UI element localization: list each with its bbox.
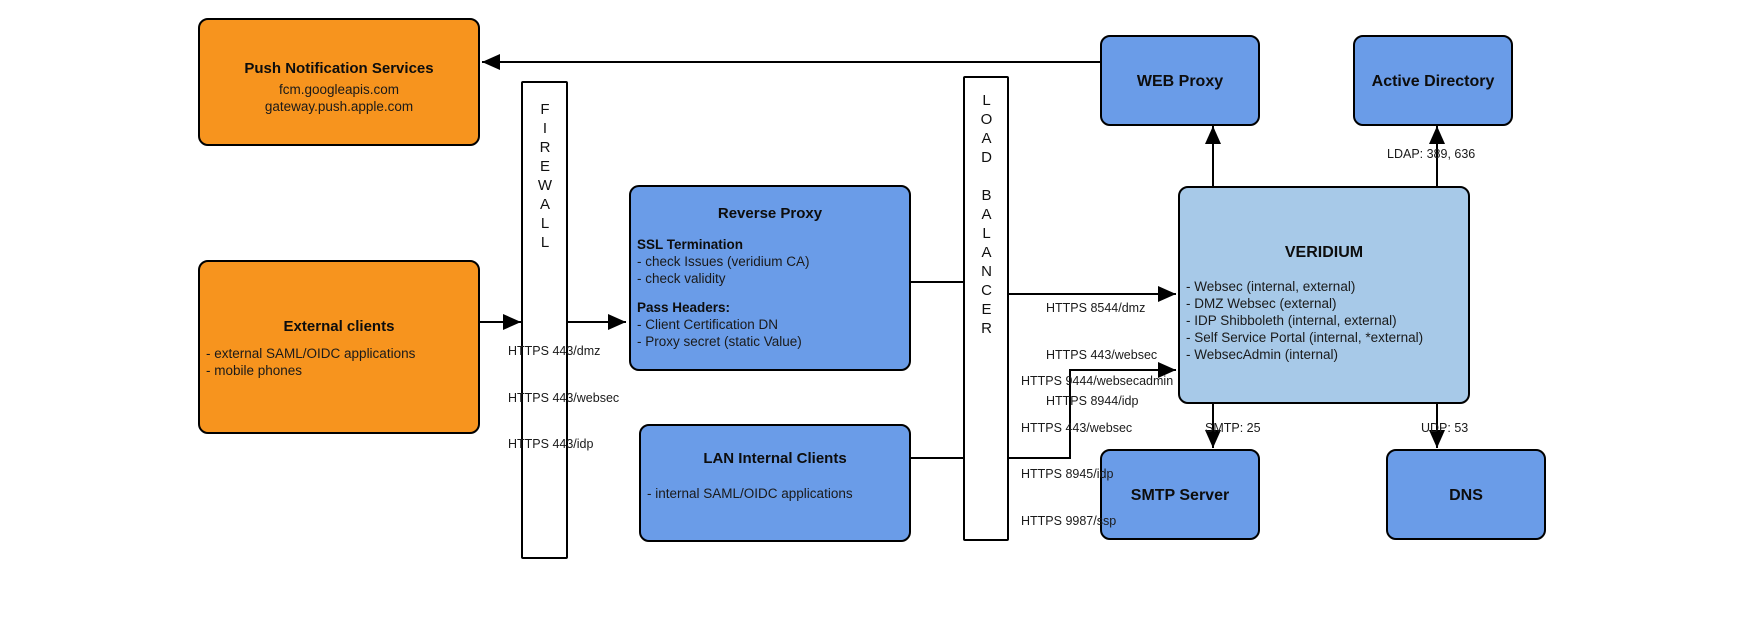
node-reverse-proxy[interactable]: Reverse Proxy SSL Termination - check Is… (629, 185, 911, 371)
node-veridium[interactable]: VERIDIUM - Websec (internal, external) -… (1178, 186, 1470, 404)
label-lb-to-veridium-2: HTTPS 443/websec (1046, 347, 1158, 362)
label-dns: UDP: 53 (1421, 421, 1469, 435)
node-lan-internal-clients[interactable]: LAN Internal Clients - internal SAML/OID… (639, 424, 911, 542)
firewall-label: FIREWALL (523, 101, 566, 259)
smtp-server-title: SMTP Server (1130, 487, 1230, 504)
dns-title: DNS (1449, 487, 1483, 504)
active-directory-title: Active Directory (1371, 73, 1495, 90)
external-clients-title: External clients (283, 318, 395, 335)
label-lan-to-veridium-2: HTTPS 443/websec (1021, 420, 1133, 435)
reverse-proxy-section2-line-1: - Client Certification DN (637, 317, 779, 332)
external-clients-line-1: - external SAML/OIDC applications (206, 346, 416, 361)
label-lb-to-veridium-3: HTTPS 8944/idp (1046, 394, 1139, 408)
push-line-2: gateway.push.apple.com (264, 99, 414, 114)
node-web-proxy[interactable]: WEB Proxy (1100, 35, 1260, 126)
veridium-line-2: - DMZ Websec (external) (1186, 296, 1337, 311)
label-ldap: LDAP: 389, 636 (1387, 147, 1476, 161)
web-proxy-title: WEB Proxy (1136, 73, 1224, 90)
veridium-line-5: - WebsecAdmin (internal) (1186, 347, 1339, 362)
label-lb-to-veridium-1: HTTPS 8544/dmz (1046, 301, 1146, 315)
lan-internal-clients-line-1: - internal SAML/OIDC applications (647, 486, 853, 501)
veridium-title: VERIDIUM (1284, 244, 1364, 261)
label-lan-to-veridium-3: HTTPS 8945/idp (1021, 467, 1114, 481)
label-lan-to-veridium: HTTPS 9444/websecadmin HTTPS 443/websec … (1021, 343, 1173, 560)
reverse-proxy-section1-line-2: - check validity (637, 271, 726, 286)
node-external-clients[interactable]: External clients - external SAML/OIDC ap… (198, 260, 480, 434)
label-smtp: SMTP: 25 (1205, 421, 1261, 435)
node-smtp-server[interactable]: SMTP Server (1100, 449, 1260, 540)
label-clients-to-firewall-1: HTTPS 443/dmz (508, 344, 601, 358)
label-clients-to-firewall: HTTPS 443/dmz HTTPS 443/websec HTTPS 443… (508, 313, 619, 484)
push-title: Push Notification Services (244, 60, 434, 77)
veridium-line-3: - IDP Shibboleth (internal, external) (1186, 313, 1397, 328)
node-push-notification-services[interactable]: Push Notification Services fcm.googleapi… (198, 18, 480, 146)
push-line-1: fcm.googleapis.com (278, 82, 400, 97)
label-clients-to-firewall-3: HTTPS 443/idp (508, 437, 594, 451)
veridium-line-4: - Self Service Portal (internal, *extern… (1186, 330, 1424, 345)
reverse-proxy-section2-line-2: - Proxy secret (static Value) (637, 334, 802, 349)
label-lan-to-veridium-1: HTTPS 9444/websecadmin (1021, 374, 1174, 388)
external-clients-line-2: - mobile phones (206, 363, 303, 378)
load-balancer-label-text: LOAD BALANCER (978, 92, 995, 339)
node-active-directory[interactable]: Active Directory (1353, 35, 1513, 126)
reverse-proxy-title: Reverse Proxy (717, 205, 823, 222)
veridium-line-1: - Websec (internal, external) (1186, 279, 1356, 294)
label-lan-to-veridium-4: HTTPS 9987/ssp (1021, 513, 1117, 528)
lan-internal-clients-title: LAN Internal Clients (703, 450, 847, 467)
reverse-proxy-section1-title: SSL Termination (637, 237, 744, 252)
reverse-proxy-section2-title: Pass Headers: (637, 300, 731, 315)
zone-load-balancer: LOAD BALANCER (963, 76, 1009, 541)
node-dns[interactable]: DNS (1386, 449, 1546, 540)
label-lb-to-veridium: HTTPS 8544/dmz HTTPS 443/websec HTTPS 89… (1046, 270, 1157, 441)
reverse-proxy-section1-line-1: - check Issues (veridium CA) (637, 254, 810, 269)
firewall-label-text: FIREWALL (536, 101, 554, 253)
label-clients-to-firewall-2: HTTPS 443/websec (508, 390, 620, 405)
load-balancer-label: LOAD BALANCER (965, 92, 1007, 345)
zone-firewall: FIREWALL (521, 81, 568, 559)
